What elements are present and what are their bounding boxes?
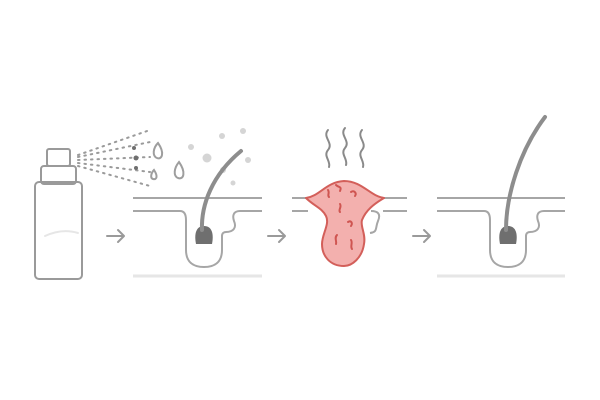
- skin-outline: [133, 210, 262, 268]
- hair-shaft: [199, 149, 243, 232]
- bottle-body: [34, 181, 83, 280]
- heat-waves-icon: [325, 127, 365, 168]
- arrow-right-icon: [106, 229, 125, 243]
- skin-outline: [437, 210, 565, 268]
- inflammation-marks: [327, 184, 357, 250]
- droplet: [150, 168, 158, 181]
- spray-droplets: [150, 141, 185, 181]
- inflamed-bump: [305, 180, 385, 267]
- spray-bottle-icon: [34, 148, 83, 280]
- hair-bulb: [195, 226, 213, 244]
- hair-shaft: [504, 115, 547, 232]
- bottle-cap: [46, 148, 71, 167]
- hair-bulb: [499, 226, 517, 244]
- arrow-right-icon: [412, 229, 431, 243]
- skin-outline-right: [369, 210, 407, 234]
- droplet: [152, 141, 164, 160]
- hair-follicle-before: [133, 149, 262, 278]
- bottle-shoulder: [40, 165, 77, 185]
- follicle-inflamed: [292, 127, 407, 267]
- hair-follicle-after: [437, 115, 565, 278]
- bottle-shine: [44, 230, 79, 237]
- arrow-right-icon: [267, 229, 286, 243]
- droplet: [173, 160, 185, 180]
- spray-mist: [77, 129, 151, 187]
